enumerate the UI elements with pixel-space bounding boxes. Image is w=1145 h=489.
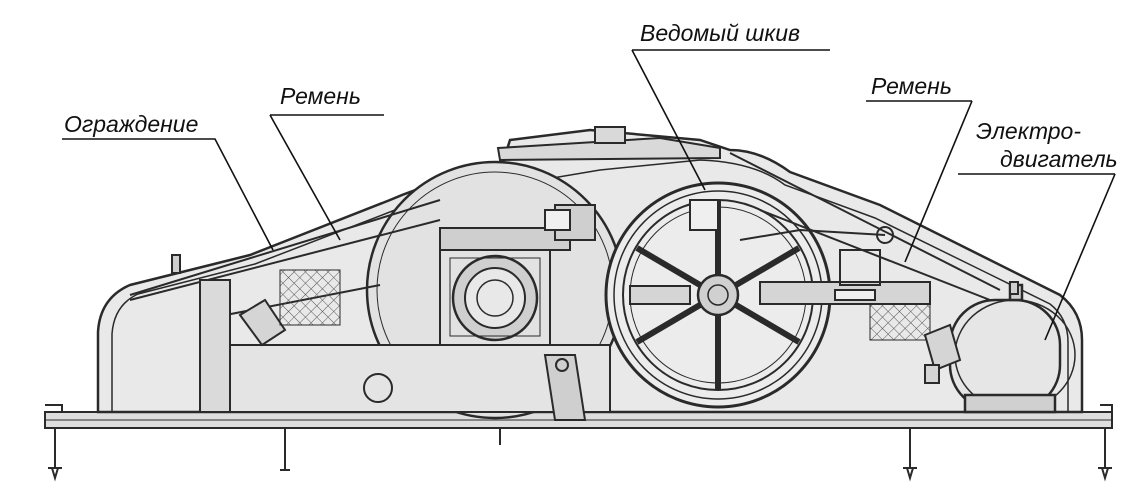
lower-frame bbox=[199, 279, 611, 421]
label-driven-pulley: Ведомый шкив bbox=[640, 20, 801, 46]
leader-lines bbox=[62, 49, 1116, 341]
label-motor-line2: двигатель bbox=[1000, 146, 1118, 172]
mesh-panel-left bbox=[279, 269, 341, 326]
mesh-panel-right bbox=[869, 299, 931, 341]
top-hood bbox=[496, 126, 721, 162]
bearing-blocks bbox=[439, 204, 596, 251]
studs bbox=[171, 254, 1019, 295]
label-belt-left: Ремень bbox=[280, 83, 361, 109]
electric-motor bbox=[948, 283, 1076, 414]
shaft-assembly bbox=[629, 199, 931, 305]
left-small-motor bbox=[238, 298, 287, 347]
label-guard: Ограждение bbox=[64, 111, 199, 137]
belt-right bbox=[729, 152, 1001, 301]
label-belt-right: Ремень bbox=[871, 73, 952, 99]
label-motor-line1: Электро- bbox=[976, 118, 1081, 144]
right-gear-unit bbox=[923, 323, 962, 384]
driven-pulley-wheel bbox=[604, 181, 832, 409]
